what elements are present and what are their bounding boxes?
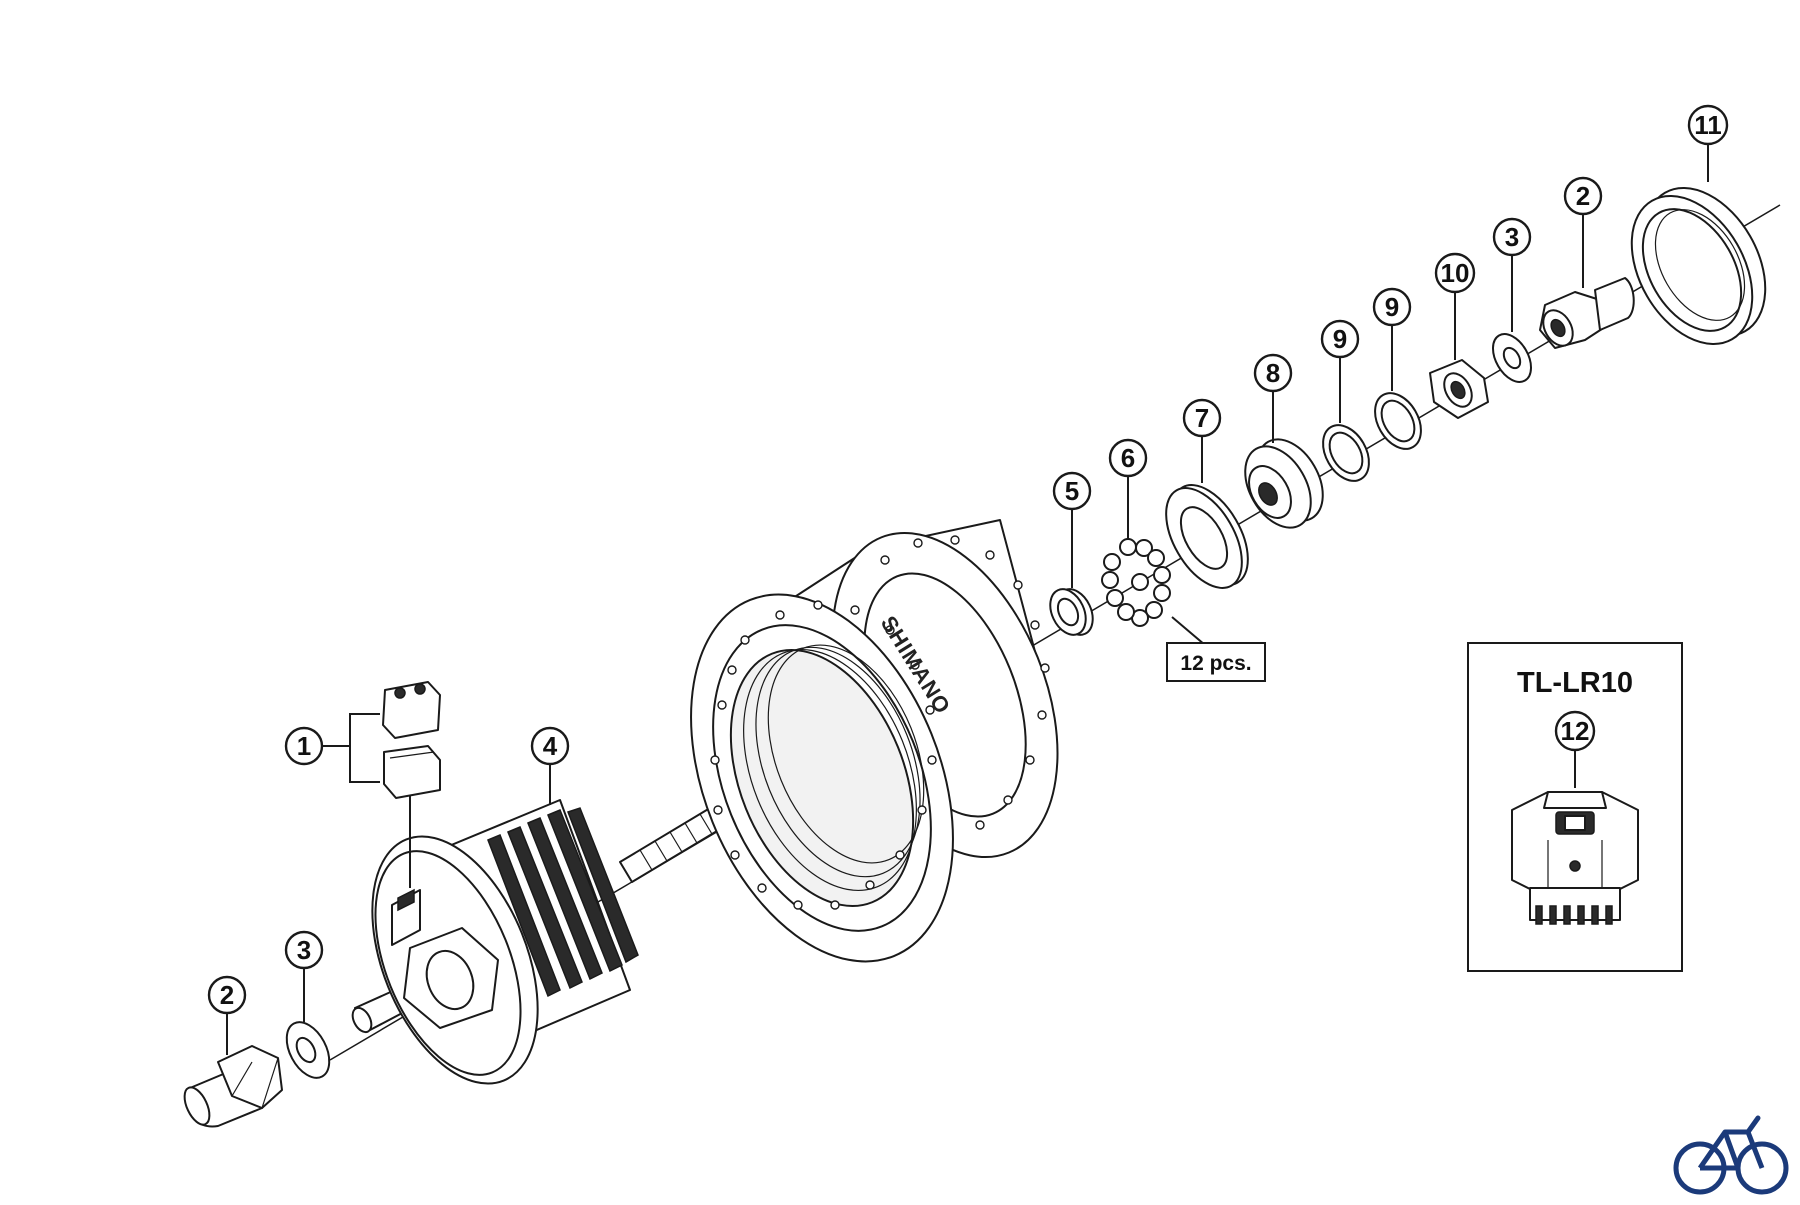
tool-inset-box: TL-LR10 12	[1467, 642, 1683, 972]
svg-text:2: 2	[1576, 181, 1590, 211]
driver-splines	[487, 807, 639, 998]
callout-1: 1	[284, 726, 324, 766]
svg-text:11: 11	[1694, 110, 1722, 140]
axle-nut-left	[183, 1045, 283, 1128]
svg-text:10: 10	[1441, 258, 1470, 288]
svg-text:3: 3	[1505, 222, 1519, 252]
callout-8: 8	[1253, 353, 1293, 393]
callout-7: 7	[1182, 398, 1222, 438]
svg-text:6: 6	[1121, 443, 1135, 473]
axle-nut-right	[1539, 277, 1635, 349]
tool-tl-lr10-icon	[1511, 791, 1639, 925]
ball-bearings-6	[1101, 538, 1171, 627]
svg-text:9: 9	[1333, 324, 1347, 354]
callout-2-right: 2	[1563, 176, 1603, 216]
callout-5: 5	[1052, 471, 1092, 511]
svg-text:9: 9	[1385, 292, 1399, 322]
hub-shell: SHIMANO	[690, 519, 1059, 963]
spoke-holes-left	[710, 600, 937, 910]
qty-label: 12 pcs.	[1180, 652, 1251, 675]
callout-leaders	[226, 144, 1709, 1055]
spacer-washer-9b	[1374, 392, 1422, 450]
inner-thread-rings	[743, 644, 925, 892]
cassette-joint-connector	[382, 681, 441, 888]
spacer-washer-9a	[1322, 424, 1370, 482]
callout-12: 12	[1554, 710, 1596, 752]
lock-washer-right	[1492, 333, 1532, 383]
callout-11: 11	[1687, 104, 1729, 146]
dust-cap-7	[1165, 484, 1249, 589]
bicycle-logo-icon	[1673, 1115, 1789, 1195]
bearing-cone-5	[1049, 588, 1094, 636]
callout-9-a: 9	[1320, 319, 1360, 359]
svg-text:8: 8	[1266, 358, 1280, 388]
spoke-holes-right	[880, 535, 1050, 830]
internal-gear-unit	[351, 799, 723, 1085]
callout-9-b: 9	[1372, 287, 1412, 327]
callout-3-left: 3	[284, 930, 324, 970]
lock-nut-10	[1429, 359, 1489, 419]
svg-text:12: 12	[1561, 716, 1590, 746]
svg-text:1: 1	[297, 731, 311, 761]
dust-cover-11	[1630, 187, 1767, 345]
callout-6: 6	[1108, 438, 1148, 478]
svg-text:7: 7	[1195, 403, 1209, 433]
callout-4: 4	[530, 726, 570, 766]
callout-3-right: 3	[1492, 217, 1532, 257]
svg-text:5: 5	[1065, 476, 1079, 506]
svg-text:2: 2	[220, 980, 234, 1010]
lock-washer-left	[285, 1021, 331, 1079]
tool-title: TL-LR10	[1517, 667, 1633, 699]
callout-2-left: 2	[207, 975, 247, 1015]
svg-text:4: 4	[543, 731, 558, 761]
callout-10: 10	[1434, 252, 1476, 294]
svg-text:3: 3	[297, 935, 311, 965]
qty-box	[1166, 642, 1266, 682]
cone-8	[1244, 438, 1324, 529]
